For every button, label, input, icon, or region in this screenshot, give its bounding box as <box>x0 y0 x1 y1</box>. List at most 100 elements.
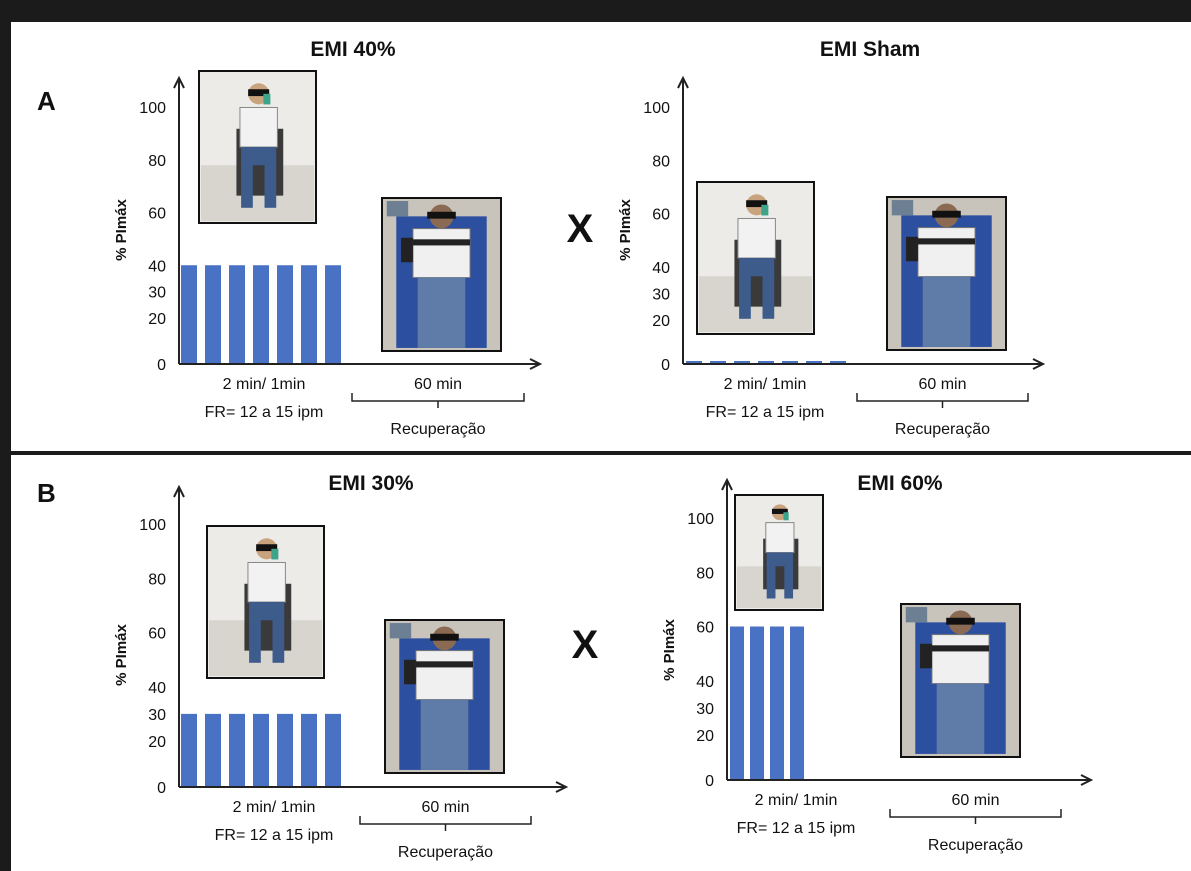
y-tick-label: 60 <box>148 626 166 643</box>
y-axis-arrow <box>677 75 689 89</box>
y-tick-label: 100 <box>139 100 166 117</box>
seated-photo-face-bar <box>771 508 788 514</box>
seated-photo-leg-left <box>766 564 776 599</box>
recovery-time-label: 60 min <box>421 799 469 816</box>
y-tick-label: 20 <box>148 311 166 328</box>
frequency-label: FR= 12 a 15 ipm <box>737 820 856 837</box>
frequency-label: FR= 12 a 15 ipm <box>205 404 324 421</box>
intensity-bar <box>325 713 341 787</box>
recovery-time-label: 60 min <box>918 376 966 393</box>
panel-letter: A <box>37 86 56 116</box>
intensity-bar <box>277 713 293 787</box>
intensity-bar <box>325 265 341 364</box>
x-axis-arrow <box>1080 774 1094 786</box>
x-axis-arrow <box>1032 358 1046 370</box>
intensity-bar <box>301 265 317 364</box>
panel-letter: B <box>37 478 56 508</box>
seated-photo-legs <box>766 552 794 567</box>
seated-photo-shirt <box>765 522 795 553</box>
y-tick-label: 100 <box>643 100 670 117</box>
seated-photo-shirt <box>239 106 278 148</box>
y-tick-label: 100 <box>687 511 714 528</box>
recovery-time-label: 60 min <box>951 792 999 809</box>
supine-photo-jeans <box>936 683 985 754</box>
intensity-bar <box>806 361 822 364</box>
recovery-bracket <box>351 393 525 408</box>
seated-photo-legs <box>249 602 285 621</box>
intensity-bar <box>830 361 846 364</box>
chart-title: EMI Sham <box>820 38 920 61</box>
supine-photo-bp-cuff <box>401 237 413 263</box>
seated-photo-leg-right <box>264 162 277 208</box>
supine-photo-face-bar <box>932 210 961 218</box>
protocol-label: 2 min/ 1min <box>223 376 306 393</box>
left-frame-border <box>0 0 11 871</box>
supine-photo-jeans <box>922 276 971 347</box>
y-tick-label: 60 <box>148 206 166 223</box>
seated-photo-legs <box>241 147 277 166</box>
intensity-bar <box>730 626 744 780</box>
intensity-bar <box>253 265 269 364</box>
y-tick-label: 30 <box>652 286 670 303</box>
intensity-bar <box>758 361 774 364</box>
intensity-bar <box>686 361 702 364</box>
recovery-bracket <box>359 816 532 831</box>
seated-photo-leg-right <box>272 617 285 663</box>
recovery-label: Recuperação <box>928 837 1023 854</box>
versus-mark: X <box>572 623 599 667</box>
intensity-bar <box>734 361 750 364</box>
seated-photo-leg-right <box>762 273 775 319</box>
y-axis-arrow <box>173 484 185 498</box>
supine-photo-jeans <box>417 277 466 348</box>
y-tick-label: 80 <box>148 153 166 170</box>
intensity-bar <box>229 265 245 364</box>
seated-photo-face-bar <box>256 544 278 552</box>
intensity-bar <box>181 713 197 787</box>
supine-photo-shirt <box>412 228 471 279</box>
supine-photo-monitor <box>905 607 928 623</box>
supine-photo-monitor <box>389 623 412 639</box>
seated-photo-shirt <box>247 561 286 603</box>
protocol-label: 2 min/ 1min <box>724 376 807 393</box>
y-tick-label: 80 <box>148 571 166 588</box>
supine-photo-bp-cuff <box>906 236 918 262</box>
y-tick-label: 0 <box>661 357 670 374</box>
y-tick-label: 80 <box>652 153 670 170</box>
supine-photo-bp-cuff <box>920 643 932 669</box>
supine-photo-chest-strap <box>931 645 990 652</box>
y-tick-label: 40 <box>148 680 166 697</box>
supine-photo-face-bar <box>946 617 975 625</box>
y-axis-label: % PImáx <box>113 198 130 260</box>
seated-photo-device <box>271 548 279 560</box>
y-tick-label: 60 <box>696 620 714 637</box>
supine-photo-face-bar <box>430 633 459 641</box>
chart-title: EMI 60% <box>857 472 943 495</box>
frequency-label: FR= 12 a 15 ipm <box>215 827 334 844</box>
recovery-label: Recuperação <box>895 421 990 438</box>
seated-photo-leg-right <box>784 564 794 599</box>
y-tick-label: 20 <box>148 734 166 751</box>
x-axis-arrow <box>529 358 543 370</box>
y-tick-label: 40 <box>652 260 670 277</box>
protocol-label: 2 min/ 1min <box>233 799 316 816</box>
y-tick-label: 0 <box>157 357 166 374</box>
protocol-label: 2 min/ 1min <box>755 792 838 809</box>
y-axis-label: % PImáx <box>113 623 130 685</box>
seated-photo-leg-left <box>241 162 253 208</box>
seated-photo-device <box>263 93 271 105</box>
y-tick-label: 30 <box>696 701 714 718</box>
chart-title: EMI 40% <box>310 38 396 61</box>
versus-mark: X <box>567 207 594 251</box>
y-axis-arrow <box>173 75 185 89</box>
supine-photo-monitor <box>386 201 409 217</box>
seated-photo-device <box>761 204 769 216</box>
y-tick-label: 30 <box>148 707 166 724</box>
intensity-bar <box>205 265 221 364</box>
intensity-bar <box>181 265 197 364</box>
intensity-bar <box>782 361 798 364</box>
y-axis-label: % PImáx <box>661 618 678 680</box>
